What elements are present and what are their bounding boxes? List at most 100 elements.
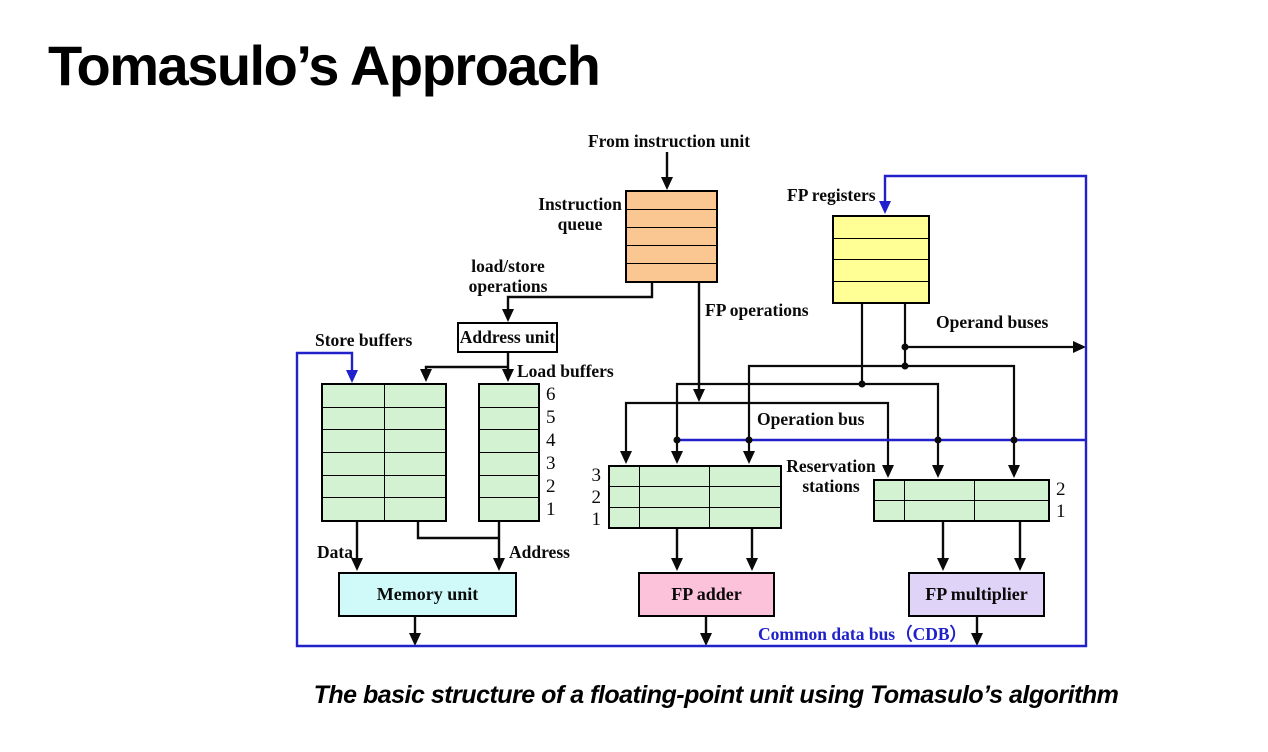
instruction-queue-label-line1: Instruction [538,194,622,214]
slot-number: 6 [546,383,556,405]
cell [875,501,904,520]
load-store-operations-line1: load/store [471,256,545,276]
cell [383,475,446,498]
reservation-stations-label: Reservation stations [786,456,875,496]
cdb-arrowheads [346,201,891,383]
instruction-queue-label-line2: queue [557,214,603,234]
cell [639,487,709,507]
table-row [480,474,538,498]
multiplier-rs-slot-numbers: 2 1 [1056,479,1076,522]
common-data-bus-label: Common data bus（CDB） [758,624,968,644]
reservation-stations-line1: Reservation [786,456,876,476]
cell [383,498,446,521]
slot-number: 3 [546,453,556,475]
table-row [627,192,716,209]
table-row [323,452,445,475]
table-row [323,474,446,498]
table-row [480,385,538,407]
table-row [480,406,538,430]
cdb-loop-line [295,174,1088,648]
operand-buses-label: Operand buses [936,312,1049,332]
cell [383,385,446,407]
slot-number: 3 [591,465,602,486]
fp-registers-label: FP registers [787,185,876,205]
cell [323,385,384,407]
store-buffers-table [321,383,447,522]
cell [904,481,974,500]
operation-bus-label: Operation bus [757,409,865,429]
table-row [480,452,538,475]
table-row [480,497,538,520]
cell [383,407,446,430]
table-row [834,280,928,303]
table-row [610,467,780,487]
store-buffers-label: Store buffers [315,330,413,350]
cell [323,408,384,430]
load-buffers-table [478,383,540,522]
cell [323,476,384,498]
cell [383,453,446,475]
table-row [834,259,928,281]
page-title: Tomasulo’s Approach [48,34,601,97]
adder-rs-slot-numbers: 3 2 1 [583,465,602,530]
cell [610,467,639,486]
table-row [627,245,716,263]
table-row [480,429,538,452]
cell [323,453,384,475]
load-buffer-slot-numbers: 6 5 4 3 2 1 [546,383,566,522]
junction-dots [673,343,1018,444]
cell [639,507,709,527]
table-row [323,429,445,453]
table-row [323,497,446,521]
from-instruction-unit-label: From instruction unit [587,131,751,151]
address-label: Address [509,542,570,562]
memory-unit-box: Memory unit [338,572,517,617]
memory-path-lines [355,522,501,562]
table-row [610,506,780,527]
slot-number: 4 [546,429,556,451]
fp-multiplier-box: FP multiplier [908,572,1045,617]
operation-bus-lines [624,401,890,469]
load-store-operations-line2: operations [468,276,548,296]
instruction-queue-label: Instruction queue [538,194,622,234]
slot-number: 1 [1056,501,1066,522]
slot-number: 2 [1056,479,1066,500]
fp-operations-label: FP operations [705,300,809,320]
slot-number: 5 [546,406,556,428]
multiplier-reservation-station-table [873,479,1050,522]
cell [639,467,709,487]
instruction-flow-lines [424,152,701,393]
cell [610,487,639,506]
table-row [627,227,716,245]
load-buffers-label: Load buffers [517,361,614,381]
table-row [875,500,1048,520]
operand-bus-lines [675,304,1077,469]
cell [323,430,384,452]
instruction-queue-table [625,190,718,283]
address-unit-box: Address unit [457,322,558,353]
data-label: Data [317,542,353,562]
table-row [627,209,716,227]
cell [709,507,780,527]
table-row [834,217,928,238]
cell [875,481,904,500]
cell [904,501,974,520]
reservation-stations-line2: stations [802,476,860,496]
adder-reservation-station-table [608,465,782,529]
slot-number: 2 [546,476,556,498]
figure-caption: The basic structure of a floating-point … [313,681,1119,709]
slot-number: 1 [591,509,602,530]
slot-number: 2 [591,487,602,508]
slot-number: 1 [546,499,556,521]
cell [709,467,780,487]
cell [610,508,639,527]
cell [709,487,780,507]
black-arrowheads [351,177,1086,646]
table-row [834,237,928,260]
load-store-operations-label: load/store operations [469,256,548,296]
result-lines [413,522,1022,637]
cell [974,501,1048,520]
table-row [627,263,716,281]
